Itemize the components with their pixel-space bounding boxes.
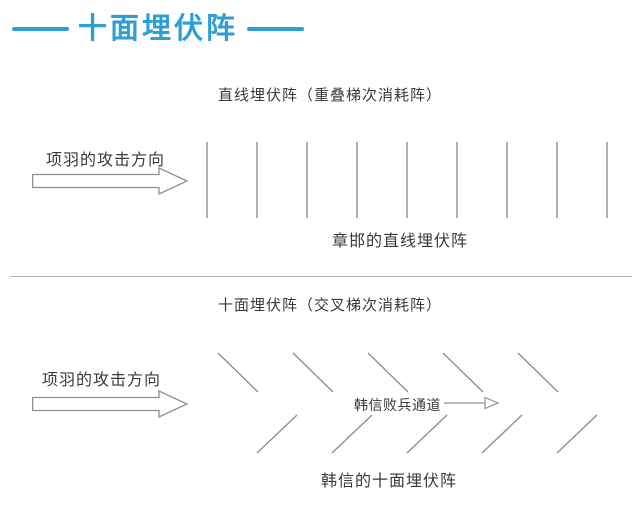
linear-formation-lines <box>206 142 608 218</box>
ten-sided-formation-lines <box>217 352 598 454</box>
attack-direction-label-2: 项羽的攻击方向 <box>42 370 162 389</box>
retreat-channel-arrow-icon <box>444 396 500 410</box>
attack-direction-arrow-icon-2 <box>32 390 188 418</box>
page-title-row: 十面埋伏阵 <box>12 11 305 45</box>
attack-direction-label-1: 项羽的攻击方向 <box>46 150 166 169</box>
retreat-channel-label: 韩信败兵通道 <box>354 398 441 414</box>
ten-sided-section-heading: 十面埋伏阵（交叉梯次消耗阵） <box>217 296 442 314</box>
page-title: 十面埋伏阵 <box>78 11 239 45</box>
linear-formation-caption: 章邯的直线埋伏阵 <box>331 231 468 250</box>
section-divider <box>10 276 632 277</box>
attack-direction-arrow-icon-1 <box>32 167 188 195</box>
ten-sided-formation-caption: 韩信的十面埋伏阵 <box>320 471 457 490</box>
title-right-dash <box>247 26 305 31</box>
title-left-dash <box>12 26 69 31</box>
linear-section-heading: 直线埋伏阵（重叠梯次消耗阵） <box>217 86 442 104</box>
